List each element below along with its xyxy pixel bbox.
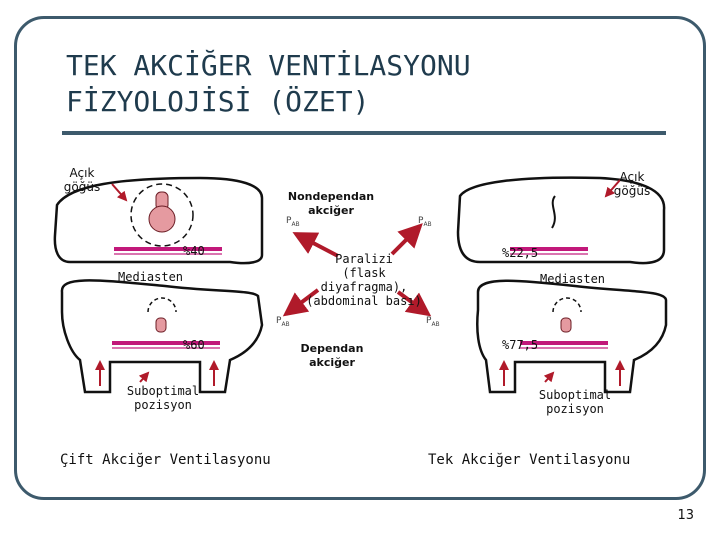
lung-left-upper [148,205,176,233]
left-upper-percent: %40 [183,244,205,258]
dependent-label: Dependan akciğer [300,342,364,369]
right-mediastinum-label: Mediasten [540,272,606,286]
left-lower-thorax [60,279,264,394]
arrow-to-nondependent [292,232,339,258]
center-arrows [282,223,432,317]
pab-label-upper-right: PAB [418,216,432,228]
bar-right-lower [520,341,608,345]
right-lower-thorax [476,279,668,394]
title-line-2: FİZYOLOJİSİ (ÖZET) [66,85,370,118]
right-upper-percent: %22,5 [502,246,539,260]
arrow-to-pab-lower [396,290,432,317]
bar-right-upper [510,247,588,251]
open-chest-arrow-left [111,183,128,202]
left-caption: Çift Akciğer Ventilasyonu [60,452,271,468]
right-caption: Tek Akciğer Ventilasyonu [428,452,631,468]
arrow-to-dependent [282,288,320,317]
left-mediastinum-label: Mediasten [118,270,184,284]
right-lower-percent: %77,5 [502,338,539,352]
title-line-1: TEK AKCİĞER VENTİLASYONU [66,49,471,82]
pab-label-upper-left: PAB [286,216,300,228]
slide-frame [14,16,706,500]
left-upper-thorax [53,176,264,265]
title-underline [62,131,666,135]
paralysis-label: Paralizi (flask diyafragma), (abdominal … [306,252,422,308]
right-open-chest-label: Açık göğüs [613,170,651,198]
lung-right-lower [560,317,572,333]
arrow-to-pab-upper [390,223,423,256]
bar-left-upper [114,247,222,251]
lung-left-lower [155,317,167,333]
left-open-chest-label: Açık göğüs [63,166,101,194]
pab-label-lower-left: PAB [276,316,290,328]
page-number: 13 [677,508,694,523]
bar-left-lower [112,341,220,345]
lung-outline-left-upper [130,183,194,247]
nondependent-label: Nondependan akciğer [287,190,375,217]
right-suboptimal-label: Suboptimal pozisyon [538,388,612,416]
page-title: TEK AKCİĞER VENTİLASYONU FİZYOLOJİSİ (ÖZ… [66,48,471,120]
left-lower-percent: %60 [183,338,205,352]
open-chest-arrow-right [604,179,621,198]
pab-label-lower-right: PAB [426,316,440,328]
right-upper-thorax [456,176,666,265]
left-suboptimal-label: Suboptimal pozisyon [126,384,200,412]
